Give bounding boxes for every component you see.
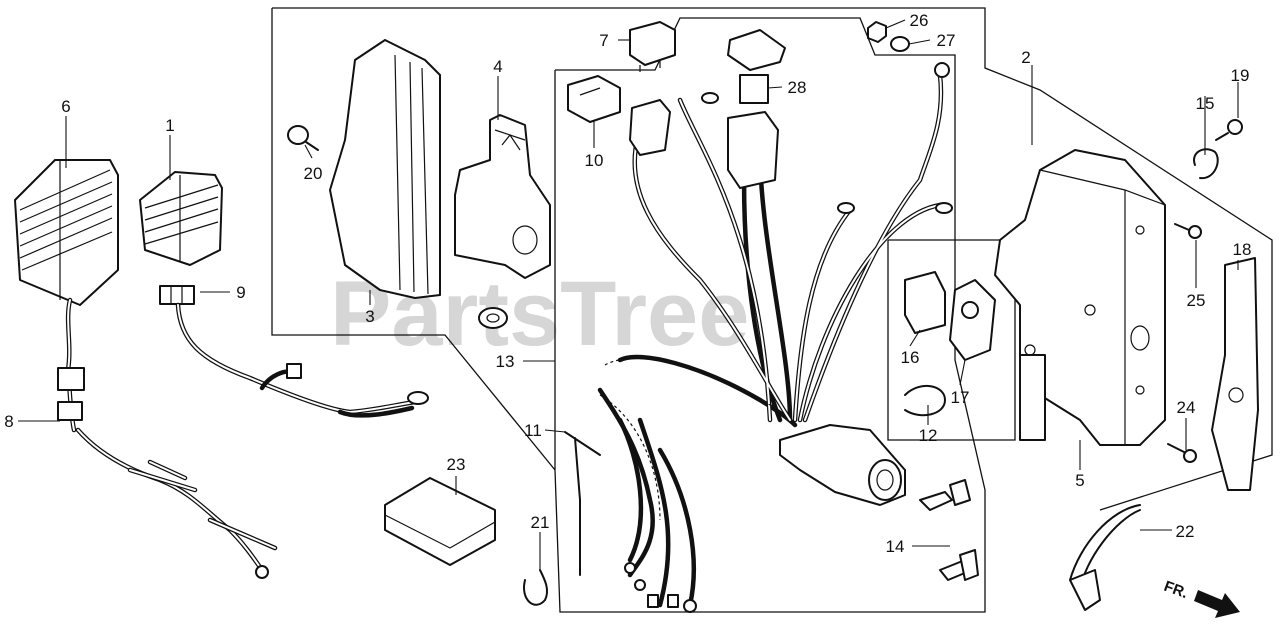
- callout-23[interactable]: 23: [447, 455, 466, 474]
- foam-cushion[interactable]: [384, 477, 496, 566]
- callout-7[interactable]: 7: [599, 31, 608, 50]
- callout-17[interactable]: 17: [951, 388, 970, 407]
- callout-14[interactable]: 14: [886, 537, 905, 556]
- group-frame-switch: [887, 239, 1016, 441]
- bolt-19[interactable]: [1215, 119, 1243, 141]
- key[interactable]: [919, 479, 979, 581]
- clip[interactable]: [1193, 148, 1219, 180]
- callout-3[interactable]: 3: [365, 307, 374, 326]
- circuit-breaker[interactable]: [949, 279, 996, 361]
- callout-11[interactable]: 11: [524, 421, 542, 440]
- leader-lines: [18, 19, 1239, 570]
- nut-26[interactable]: [867, 21, 887, 43]
- group-frame-left: [271, 8, 556, 471]
- cable-band[interactable]: [1069, 504, 1141, 611]
- screw-24[interactable]: [1167, 443, 1197, 463]
- front-direction-indicator: FR.: [1162, 578, 1240, 618]
- callout-26[interactable]: 26: [910, 11, 929, 30]
- front-direction-label: FR.: [1162, 578, 1191, 602]
- callout-28[interactable]: 28: [788, 78, 807, 97]
- bracket[interactable]: [454, 114, 551, 279]
- callout-6[interactable]: 6: [61, 97, 70, 116]
- regulator-rectifier-small[interactable]: [139, 171, 223, 266]
- callout-5[interactable]: 5: [1075, 471, 1084, 490]
- callout-24[interactable]: 24: [1177, 398, 1196, 417]
- bolt-20[interactable]: [287, 125, 319, 151]
- callout-18[interactable]: 18: [1233, 240, 1252, 259]
- switch-16[interactable]: [904, 271, 946, 334]
- callout-25[interactable]: 25: [1187, 291, 1206, 310]
- callout-19[interactable]: 19: [1231, 66, 1250, 85]
- connector-10[interactable]: [567, 75, 621, 123]
- callout-21[interactable]: 21: [531, 513, 550, 532]
- callout-9[interactable]: 9: [236, 283, 245, 302]
- callout-15[interactable]: 15: [1196, 94, 1215, 113]
- fuse[interactable]: [739, 74, 769, 104]
- group-frame-harness: [554, 17, 986, 613]
- front-direction-arrow: [1194, 590, 1240, 618]
- callout-10[interactable]: 10: [585, 151, 604, 170]
- relay[interactable]: [629, 21, 676, 72]
- clip-21[interactable]: [523, 569, 549, 606]
- control-panel-base[interactable]: [1019, 354, 1046, 441]
- ignition-switch[interactable]: [779, 424, 906, 506]
- sub-harness-b[interactable]: [159, 285, 429, 418]
- grommet[interactable]: [478, 307, 508, 329]
- main-harness[interactable]: [597, 62, 953, 613]
- control-box-cover[interactable]: [329, 39, 441, 299]
- plate[interactable]: [1211, 257, 1259, 491]
- callout-12[interactable]: 12: [919, 426, 938, 445]
- regulator-rectifier-large[interactable]: [14, 159, 119, 433]
- callout-8[interactable]: 8: [4, 412, 13, 431]
- callout-20[interactable]: 20: [304, 164, 323, 183]
- callout-13[interactable]: 13: [496, 352, 515, 371]
- cable-clamp-12[interactable]: [904, 385, 946, 417]
- sub-harness-a[interactable]: [57, 401, 278, 579]
- callout-27[interactable]: 27: [937, 31, 956, 50]
- callout-labels: 6 1 4 3 20 9 8 7 10 13 11 21 23 2 5 26 2…: [4, 11, 1251, 556]
- callout-22[interactable]: 22: [1176, 522, 1195, 541]
- callout-4[interactable]: 4: [493, 57, 502, 76]
- callout-16[interactable]: 16: [901, 348, 920, 367]
- callout-2[interactable]: 2: [1021, 48, 1030, 67]
- fuse-cover[interactable]: [727, 29, 786, 71]
- group-frame-top: [272, 7, 1273, 511]
- callout-1[interactable]: 1: [165, 116, 174, 135]
- washer-27[interactable]: [890, 36, 910, 52]
- tube-11[interactable]: [564, 431, 601, 576]
- screw-25[interactable]: [1174, 223, 1202, 239]
